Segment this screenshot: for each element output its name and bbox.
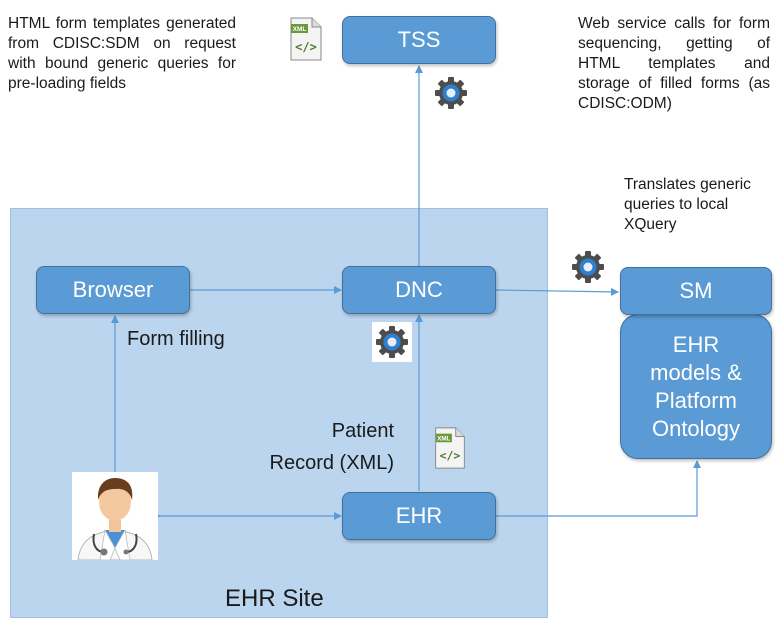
node-browser[interactable]: Browser xyxy=(36,266,190,314)
node-dnc-label: DNC xyxy=(395,277,443,302)
xml-file-icon: XML </> xyxy=(432,426,468,470)
doctor-icon xyxy=(72,472,158,561)
note-translates: Translates generic queries to local XQue… xyxy=(624,176,751,233)
node-sm[interactable]: SM xyxy=(620,267,772,315)
ontology-line-4: Ontology xyxy=(651,415,741,441)
label-ehr-site: EHR Site xyxy=(225,585,324,612)
ontology-line-3: Platform xyxy=(655,387,737,413)
node-browser-label: Browser xyxy=(72,277,154,302)
label-patient-record-line1: Patient xyxy=(331,420,394,442)
ontology-line-2: models & xyxy=(650,359,742,385)
gear-icon xyxy=(571,250,605,284)
svg-text:XML: XML xyxy=(293,26,307,33)
connector-ehr-ontology xyxy=(496,460,701,517)
svg-text:</>: </> xyxy=(440,448,461,462)
connector-dnc-sm xyxy=(495,287,619,296)
node-ehr[interactable]: EHR xyxy=(342,492,496,540)
node-ehr-models-ontology[interactable]: EHR models & Platform Ontology xyxy=(620,314,772,459)
gear-icon xyxy=(434,76,468,110)
note-web-service: Web service calls for form sequencing, g… xyxy=(578,15,770,112)
label-form-filling: Form filling xyxy=(127,328,225,350)
node-dnc[interactable]: DNC xyxy=(342,266,496,314)
ontology-line-1: EHR xyxy=(672,331,720,357)
node-ehr-label: EHR xyxy=(395,503,443,528)
svg-text:XML: XML xyxy=(437,435,450,442)
node-tss-label: TSS xyxy=(397,27,441,52)
svg-text:</>: </> xyxy=(295,40,317,54)
xml-file-icon: XML </> xyxy=(288,16,324,62)
label-patient-record-line2: Record (XML) xyxy=(269,452,394,474)
node-tss[interactable]: TSS xyxy=(342,16,496,64)
gear-icon xyxy=(372,322,412,362)
note-html-templates: HTML form templates generated from CDISC… xyxy=(8,15,236,92)
node-sm-label: SM xyxy=(679,278,713,303)
